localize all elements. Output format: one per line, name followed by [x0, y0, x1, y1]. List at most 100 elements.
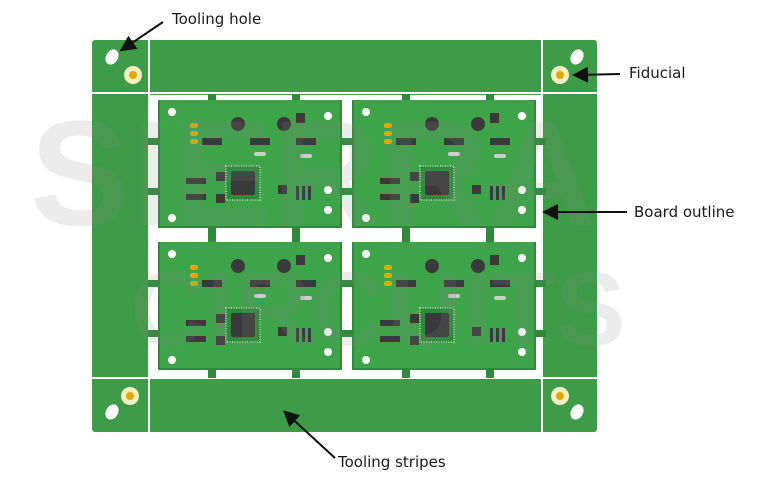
breakaway-tab: [148, 330, 162, 337]
capacitor: [471, 259, 485, 273]
smd-pad: [254, 152, 266, 156]
resistor: [384, 281, 392, 286]
breakaway-tab: [486, 226, 494, 236]
breakaway-tab: [292, 94, 300, 102]
resistor: [190, 131, 198, 136]
board-body: [160, 242, 340, 368]
transistor: [496, 186, 499, 200]
resistor: [384, 139, 392, 144]
callout-fiducial: Fiducial: [572, 64, 686, 83]
breakaway-tab: [532, 188, 546, 195]
mounting-hole-icon: [324, 254, 332, 262]
small-ic: [396, 280, 416, 287]
tooling-hole-bottom-right: [570, 404, 584, 420]
board-body: [354, 242, 534, 368]
transistor: [490, 328, 493, 342]
small-ic: [250, 280, 270, 287]
capacitor: [277, 259, 291, 273]
resistor: [190, 281, 198, 286]
mounting-hole-icon: [518, 186, 526, 194]
breakaway-tab: [342, 330, 356, 337]
label-tooling-stripes: Tooling stripes: [337, 453, 446, 471]
boards: [148, 94, 546, 378]
breakaway-tab: [342, 138, 356, 145]
callout-tooling-stripes: Tooling stripes: [283, 410, 446, 471]
component: [278, 327, 287, 336]
mounting-hole-icon: [518, 112, 526, 120]
mounting-hole-icon: [168, 108, 176, 116]
breakaway-tab: [292, 236, 300, 244]
label-board-outline: Board outline: [634, 203, 735, 221]
pcb-panel: [92, 40, 597, 432]
transistor: [302, 186, 305, 200]
arrow-icon: [283, 410, 336, 459]
transistor: [308, 186, 311, 200]
callout-board-outline: Board outline: [542, 203, 735, 221]
resistor: [384, 123, 392, 128]
breakaway-tab: [342, 188, 356, 195]
mounting-hole-icon: [518, 328, 526, 336]
pcb-board-4: [342, 236, 546, 378]
breakaway-tab: [208, 226, 216, 236]
breakaway-tab: [402, 94, 410, 102]
resistor-array: [186, 320, 206, 326]
resistor: [190, 273, 198, 278]
main-chip: [231, 171, 255, 195]
breakaway-tab: [532, 280, 546, 287]
arrow-icon: [119, 21, 164, 52]
small-ic: [296, 138, 316, 145]
breakaway-tab: [402, 226, 410, 236]
pcb-board-1: [148, 94, 352, 236]
mounting-hole-icon: [362, 108, 370, 116]
component: [410, 336, 419, 345]
resistor: [190, 139, 198, 144]
breakaway-tab: [292, 226, 300, 236]
component: [216, 194, 225, 203]
mounting-hole-icon: [362, 214, 370, 222]
small-ic: [396, 138, 416, 145]
capacitor: [425, 259, 439, 273]
capacitor: [277, 117, 291, 131]
component: [216, 336, 225, 345]
arrow-icon: [572, 66, 621, 83]
resistor-array: [380, 178, 400, 184]
capacitor: [471, 117, 485, 131]
board-body: [354, 100, 534, 226]
smd-pad: [494, 296, 506, 300]
breakaway-tab: [486, 236, 494, 244]
resistor-array: [186, 178, 206, 184]
component: [216, 314, 225, 323]
board-body: [160, 100, 340, 226]
transistor: [502, 328, 505, 342]
small-ic: [296, 280, 316, 287]
component: [296, 113, 305, 123]
mounting-hole-icon: [324, 206, 332, 214]
label-fiducial: Fiducial: [629, 64, 686, 82]
tooling-hole-bottom-left: [105, 404, 119, 420]
smd-pad: [448, 152, 460, 156]
mounting-hole-icon: [324, 186, 332, 194]
tooling-hole-top-right: [570, 49, 584, 65]
breakaway-tab: [486, 368, 494, 378]
breakaway-tab: [208, 94, 216, 102]
breakaway-tab: [402, 236, 410, 244]
component: [410, 194, 419, 203]
breakaway-tab: [148, 280, 162, 287]
component: [410, 314, 419, 323]
transistor: [308, 328, 311, 342]
tooling-stripe-dividers: [92, 40, 597, 432]
main-chip: [425, 171, 449, 195]
smd-pad: [300, 154, 312, 158]
resistor: [384, 131, 392, 136]
resistor: [384, 273, 392, 278]
tooling-hole-top-left: [105, 49, 119, 65]
main-chip: [425, 313, 449, 337]
small-ic: [444, 280, 464, 287]
label-tooling-hole: Tooling hole: [171, 10, 261, 28]
small-ic: [490, 280, 510, 287]
breakaway-tab: [342, 280, 356, 287]
resistor-array: [380, 336, 400, 342]
small-ic: [202, 138, 222, 145]
smd-pad: [448, 294, 460, 298]
